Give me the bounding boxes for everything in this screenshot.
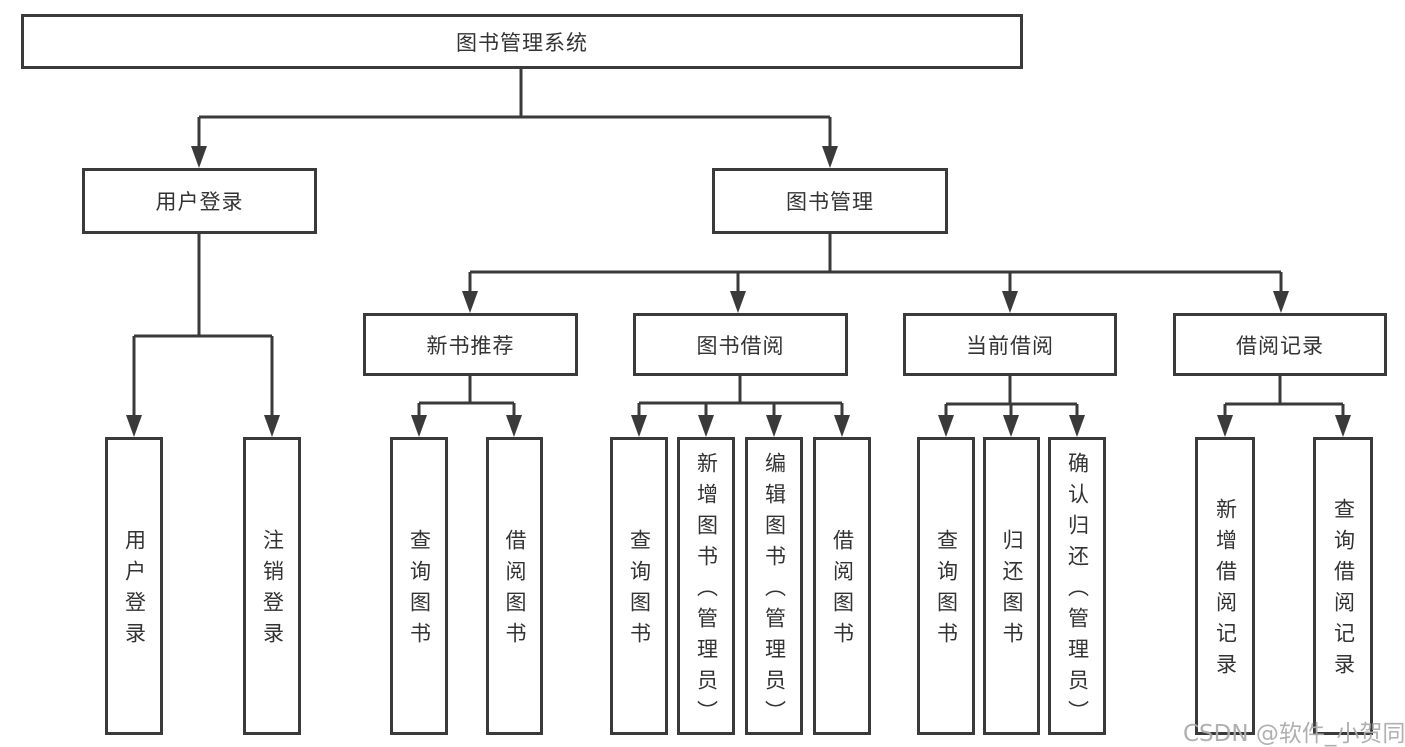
leaf-user-login-label: 用户登录 <box>122 529 147 653</box>
arrowhead <box>822 146 838 168</box>
leaf-edit-book-admin-label: 编辑图书（管理员） <box>762 451 787 731</box>
leaf-confirm-return-admin-label: 确认归还（管理员） <box>1065 451 1090 731</box>
arrowhead <box>126 415 142 437</box>
leaf-add-borrow-record-label: 新增借阅记录 <box>1213 498 1238 684</box>
leaf-borrow-book-label: 借阅图书 <box>830 529 855 653</box>
node-root-label: 图书管理系统 <box>456 30 588 55</box>
leaf-user-login: 用户登录 <box>105 437 163 735</box>
leaf-query-borrow-record-label: 查询借阅记录 <box>1331 498 1356 684</box>
leaf-query-book-current-label: 查询图书 <box>934 529 959 653</box>
arrowhead <box>1069 415 1085 437</box>
node-new-book-rec: 新书推荐 <box>363 313 578 376</box>
leaf-logout-label: 注销登录 <box>260 529 285 653</box>
node-book-mgmt: 图书管理 <box>712 168 948 234</box>
leaf-borrow-book-rec-label: 借阅图书 <box>503 529 527 653</box>
arrowhead <box>264 415 280 437</box>
arrowhead <box>1217 415 1233 437</box>
leaf-query-book-rec: 查询图书 <box>390 437 448 735</box>
arrowhead <box>1002 291 1018 313</box>
connector-book-borrow <box>637 376 844 418</box>
connector-root <box>197 69 832 150</box>
arrowhead <box>631 415 647 437</box>
connector-new-book-rec <box>417 376 516 418</box>
node-book-borrow-label: 图书借阅 <box>696 333 785 358</box>
leaf-add-book-admin: 新增图书（管理员） <box>677 437 735 735</box>
leaf-query-book-current: 查询图书 <box>917 437 975 735</box>
node-user-login-label: 用户登录 <box>155 190 244 214</box>
node-root: 图书管理系统 <box>21 14 1023 69</box>
leaf-add-book-admin-label: 新增图书（管理员） <box>694 451 719 731</box>
arrowhead <box>698 415 714 437</box>
leaf-borrow-book: 借阅图书 <box>813 437 871 735</box>
arrowhead <box>766 415 782 437</box>
arrowhead <box>191 146 207 168</box>
node-user-login: 用户登录 <box>82 168 317 234</box>
connector-borrow-record <box>1223 376 1345 418</box>
leaf-confirm-return-admin: 确认归还（管理员） <box>1048 437 1106 735</box>
arrowhead <box>834 415 850 437</box>
leaf-logout: 注销登录 <box>243 437 301 735</box>
leaf-query-book-rec-label: 查询图书 <box>407 529 432 653</box>
node-borrow-record-label: 借阅记录 <box>1236 333 1324 358</box>
leaf-return-book-label: 归还图书 <box>1000 529 1024 653</box>
leaf-query-borrow-record: 查询借阅记录 <box>1313 437 1373 735</box>
leaf-add-borrow-record: 新增借阅记录 <box>1195 437 1255 735</box>
connector-current-borrow <box>944 376 1079 418</box>
connector-user-login <box>132 234 274 418</box>
node-current-borrow-label: 当前借阅 <box>966 333 1054 358</box>
node-book-borrow: 图书借阅 <box>633 313 848 376</box>
node-book-mgmt-label: 图书管理 <box>786 190 874 214</box>
leaf-edit-book-admin: 编辑图书（管理员） <box>745 437 803 735</box>
node-borrow-record: 借阅记录 <box>1173 313 1387 376</box>
leaf-borrow-book-rec: 借阅图书 <box>486 437 543 735</box>
arrowhead <box>938 415 954 437</box>
node-current-borrow: 当前借阅 <box>903 313 1117 376</box>
arrowhead <box>462 291 478 313</box>
node-new-book-rec-label: 新书推荐 <box>426 333 515 358</box>
csdn-watermark: CSDN @软件_小贺同学 <box>1183 721 1405 747</box>
arrowhead <box>1335 415 1351 437</box>
arrowhead <box>730 291 746 313</box>
leaf-return-book: 归还图书 <box>983 437 1040 735</box>
arrowhead <box>411 415 427 437</box>
leaf-query-book-borrow: 查询图书 <box>610 437 668 735</box>
arrowhead <box>506 415 522 437</box>
connector-book-mgmt <box>468 234 1283 294</box>
leaf-query-book-borrow-label: 查询图书 <box>627 529 652 653</box>
arrowhead <box>1003 415 1019 437</box>
arrowhead <box>1273 291 1289 313</box>
